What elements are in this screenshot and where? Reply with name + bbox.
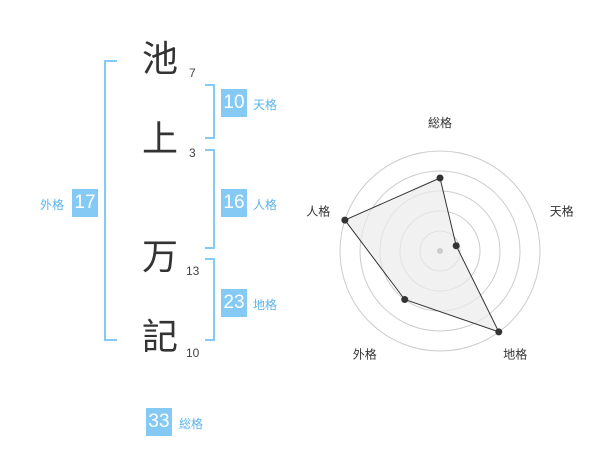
radar-point-1 bbox=[436, 174, 444, 182]
radar-point-5 bbox=[341, 216, 349, 224]
jinkaku-value: 16 bbox=[221, 189, 247, 217]
radar-axis-label-1: 総格 bbox=[428, 115, 452, 130]
soukaku-label: 総格 bbox=[179, 417, 204, 431]
chikaku-value: 23 bbox=[221, 289, 247, 317]
name-char-1: 池 bbox=[142, 39, 179, 80]
gaikaku-value: 17 bbox=[72, 189, 98, 217]
radar-series-area bbox=[344, 177, 500, 333]
radar-axis-label-5: 人格 bbox=[306, 203, 330, 218]
radar-axis-label-2: 天格 bbox=[550, 203, 574, 218]
chikaku-label: 地格 bbox=[253, 298, 278, 312]
stroke-count-2: 3 bbox=[189, 146, 196, 160]
jinkaku-label: 人格 bbox=[253, 198, 278, 212]
radar-ring bbox=[359, 170, 521, 332]
tenkaku-label: 天格 bbox=[253, 98, 278, 112]
radar-point-4 bbox=[401, 296, 409, 304]
name-char-4: 記 bbox=[142, 317, 179, 358]
chikaku-bracket bbox=[205, 258, 215, 341]
tenkaku-bracket bbox=[205, 84, 215, 139]
radar-axis-label-4: 外格 bbox=[353, 347, 377, 362]
radar-points bbox=[341, 174, 503, 336]
stroke-count-1: 7 bbox=[189, 66, 196, 80]
stroke-count-3: 13 bbox=[186, 264, 200, 278]
radar-point-2 bbox=[452, 242, 460, 250]
name-char-2: 上 bbox=[142, 119, 179, 160]
radar-ring bbox=[339, 150, 541, 352]
radar-point-3 bbox=[495, 328, 503, 336]
stroke-count-4: 10 bbox=[186, 346, 200, 360]
radar-axis-label-3: 地格 bbox=[503, 347, 527, 362]
name-char-3: 万 bbox=[142, 237, 179, 278]
gaikaku-bracket bbox=[104, 60, 117, 341]
soukaku-value: 33 bbox=[146, 408, 172, 436]
gaikaku-label: 外格 bbox=[40, 198, 65, 212]
radar-center-dot bbox=[437, 248, 443, 254]
jinkaku-bracket bbox=[205, 149, 215, 249]
tenkaku-value: 10 bbox=[221, 89, 247, 117]
